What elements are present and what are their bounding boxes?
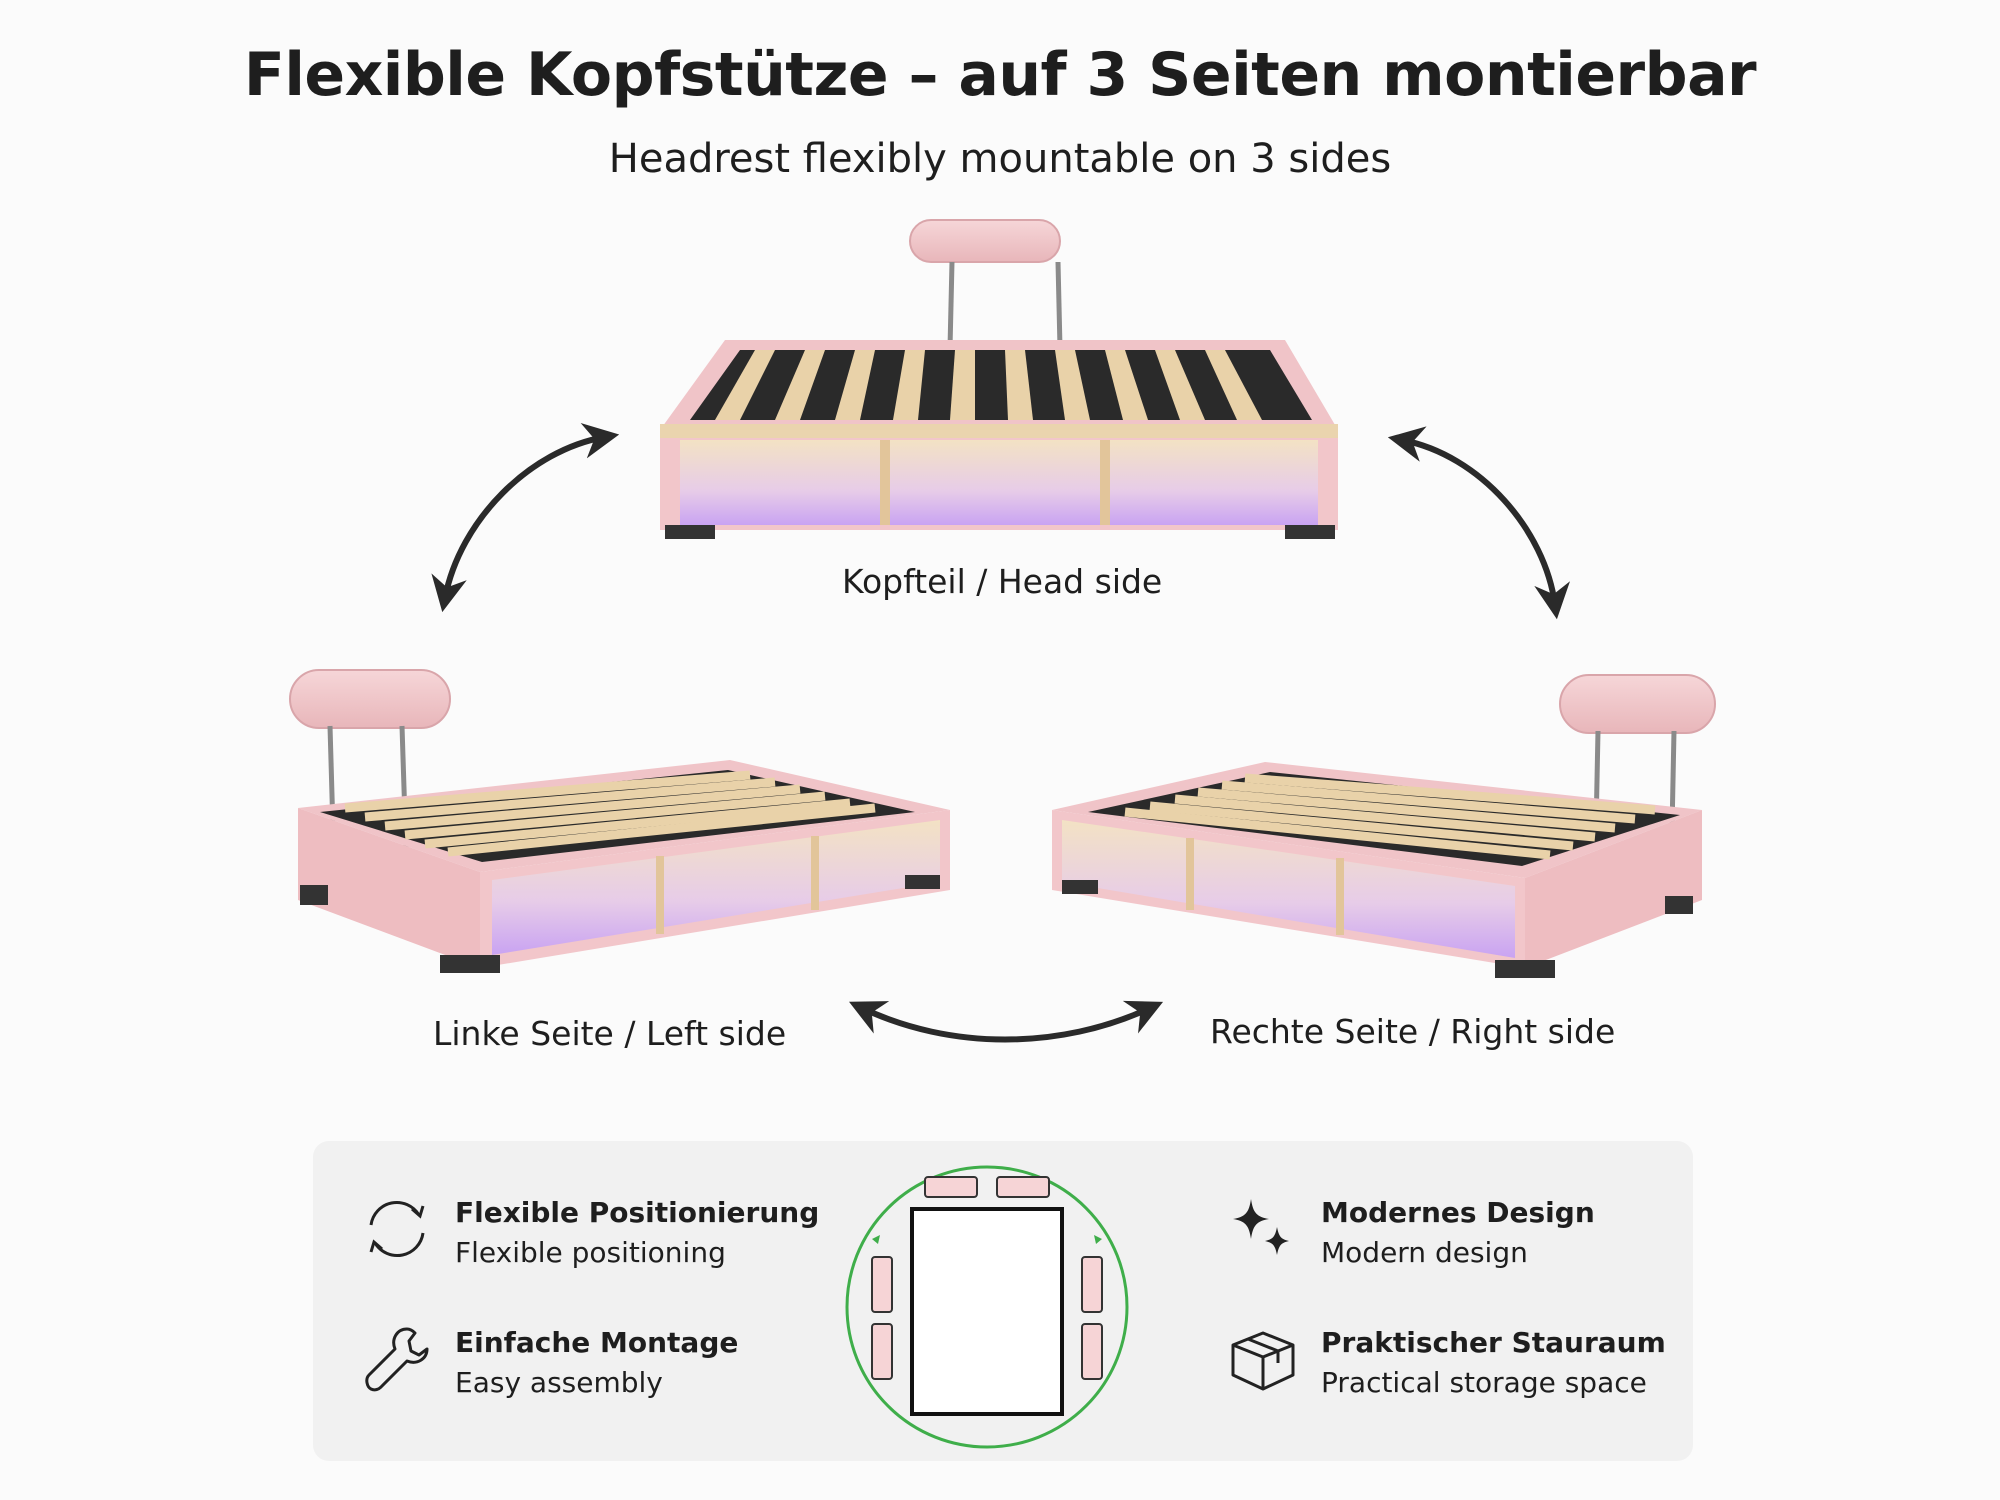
arrow-head-right-icon: [1387, 426, 1570, 620]
feature-storage-space: Praktischer Stauraum Practical storage s…: [1223, 1319, 1666, 1403]
headrest-pillow-icon: [909, 219, 1061, 263]
feature-subtitle: Easy assembly: [455, 1366, 663, 1399]
wrench-icon: [365, 1327, 429, 1392]
bed-right-side: [1052, 674, 1716, 978]
box-icon: [1231, 1331, 1295, 1391]
bed-outline: [910, 1207, 1064, 1416]
caption-left-side: Linke Seite / Left side: [433, 1014, 787, 1053]
headrest-pillow-icon: [289, 669, 451, 729]
feature-subtitle: Flexible positioning: [455, 1236, 726, 1269]
bed-left-side: [289, 669, 950, 973]
feature-easy-assembly: Einfache Montage Easy assembly: [357, 1319, 738, 1403]
arrow-head-left-icon: [431, 422, 620, 613]
feature-subtitle: Modern design: [1321, 1236, 1528, 1269]
feature-title: Modernes Design: [1321, 1196, 1595, 1229]
feature-modern-design: Modernes Design Modern design: [1223, 1189, 1595, 1273]
features-panel: Flexible Positionierung Flexible positio…: [313, 1141, 1693, 1461]
page-title: Flexible Kopfstütze – auf 3 Seiten monti…: [243, 40, 1757, 110]
sparkle-icon: [1233, 1199, 1289, 1255]
caption-right-side: Rechte Seite / Right side: [1210, 1012, 1616, 1051]
caption-head-side: Kopfteil / Head side: [842, 562, 1163, 601]
feature-subtitle: Practical storage space: [1321, 1366, 1647, 1399]
feature-title: Praktischer Stauraum: [1321, 1326, 1666, 1359]
headrest-pillow-icon: [1559, 674, 1716, 734]
headrest-position-diagram: [845, 1165, 1129, 1449]
feature-title: Flexible Positionierung: [455, 1196, 820, 1229]
feature-flexible-positioning: Flexible Positionierung Flexible positio…: [357, 1189, 819, 1273]
page-subtitle: Headrest flexibly mountable on 3 sides: [608, 136, 1392, 182]
rotate-icon: [369, 1201, 425, 1257]
feature-title: Einfache Montage: [455, 1326, 739, 1359]
arrow-left-right-icon: [849, 1000, 1164, 1043]
bed-head-side: [660, 219, 1338, 539]
